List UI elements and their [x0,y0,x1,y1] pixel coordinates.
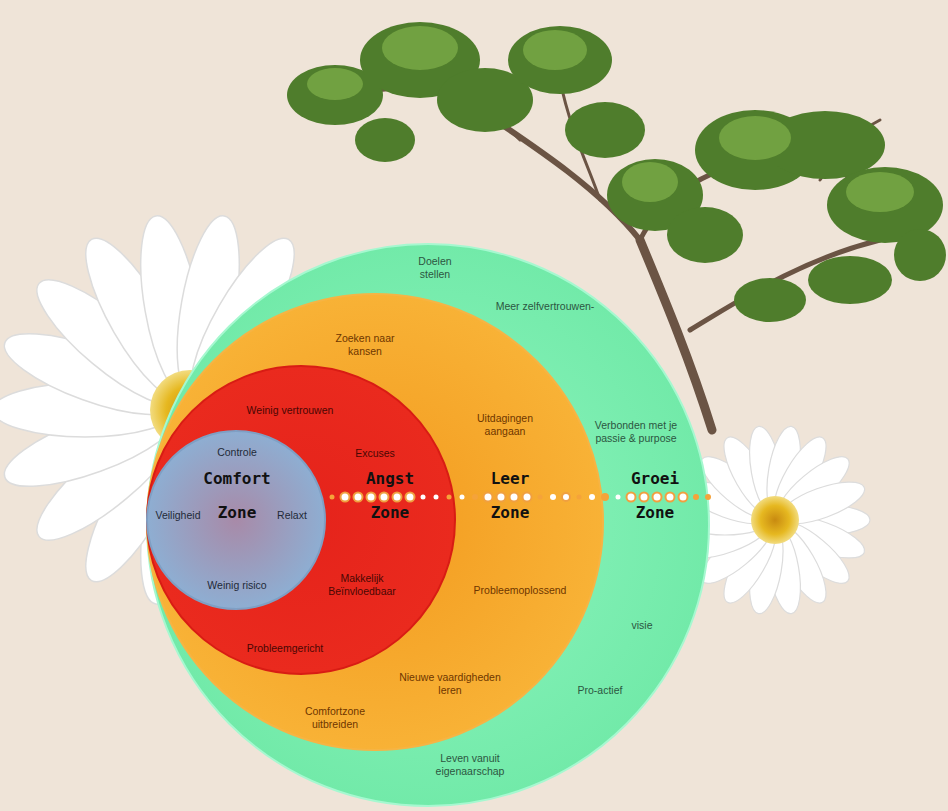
path-dot [460,495,465,500]
zone-trait: Makkelijk Beïnvloedbaar [325,572,399,598]
path-dot [472,494,478,500]
path-dot [523,493,532,502]
zone-trait: Leven vanuit eigenaarschap [429,752,511,778]
tree [565,102,645,158]
zone-trait: Excuses [355,447,395,460]
path-dot [330,495,335,500]
path-dot [406,493,415,502]
path-dot [434,495,439,500]
path-dot [693,494,699,500]
tree [307,68,363,100]
path-dot [627,493,636,502]
zone-trait: Veiligheid [156,509,201,522]
path-dot [705,494,711,500]
tree [355,118,415,162]
path-dot [354,493,363,502]
zone-trait: Nieuwe vaardigheden leren [394,671,506,697]
path-dot [341,493,350,502]
zone-trait: Doelen stellen [414,255,456,281]
zone-circle [147,366,455,674]
path-dot [666,493,675,502]
path-dot [640,493,649,502]
tree [846,172,914,212]
path-dot [447,495,452,500]
tree [894,229,946,281]
tree [808,256,892,304]
zone-title: Leer Zone [491,462,530,530]
path-dot [484,493,493,502]
zone-trait: Zoeken naar kansen [333,332,397,358]
zone-title: Comfort Zone [203,462,270,530]
zone-trait: Controle [217,446,257,459]
tree [719,116,791,160]
path-dot [616,495,621,500]
path-dot [497,493,506,502]
zone-circle: Comfort Zone ControleVeiligheid RelaxtWein… [146,430,326,610]
path-dot [393,493,402,502]
zone-title: Groei Zone [631,462,679,530]
tree [734,278,806,322]
path-dot [679,493,688,502]
tree [382,26,458,70]
zone-circle [147,244,709,806]
zone-trait: Verbonden met je passie & purpose [590,419,682,445]
path-dot [367,493,376,502]
zone-circle [147,294,603,750]
zone-trait: Weinig risico [207,579,266,592]
zone-circle [146,293,604,751]
tree [523,30,587,70]
daisy [751,496,799,544]
zone-circle [146,243,710,807]
zone-circle: Comfort ZoneControleVeiligheidRelaxtWein… [146,293,604,751]
zone-trait: Pro-actief [578,684,623,697]
zone-trait: Relaxt [277,509,307,522]
zone-trait: Comfortzone uitbreiden [301,705,369,731]
path-dot [577,495,582,500]
path-dot [510,493,519,502]
path-dot [653,493,662,502]
zone-trait: Weinig vertrouwen [247,404,334,417]
path-dot [421,495,426,500]
zone-trait: Probleemgericht [247,642,323,655]
zone-trait: Uitdagingen aangaan [472,412,538,438]
zone-trait: visie [631,619,652,632]
path-dot [538,495,543,500]
zone-trait: Probleemoplossend [474,584,567,597]
path-dot [562,493,570,501]
path-dot [601,493,609,501]
tree [307,26,914,212]
tree [508,26,612,94]
path-dot [380,493,389,502]
tree [667,207,743,263]
zone-circle: Comfort ZoneControleVeiligheidRelaxtWein… [146,243,710,807]
zone-circle: Comfort ZoneControleVeiligheidRelaxtWein… [146,365,456,675]
zone-trait: Meer zelfvertrouwen- [496,300,595,313]
zone-title: Angst Zone [366,462,414,530]
zone-circle [147,431,325,609]
path-dot [550,494,556,500]
tree [622,162,678,202]
path-dot [589,494,595,500]
